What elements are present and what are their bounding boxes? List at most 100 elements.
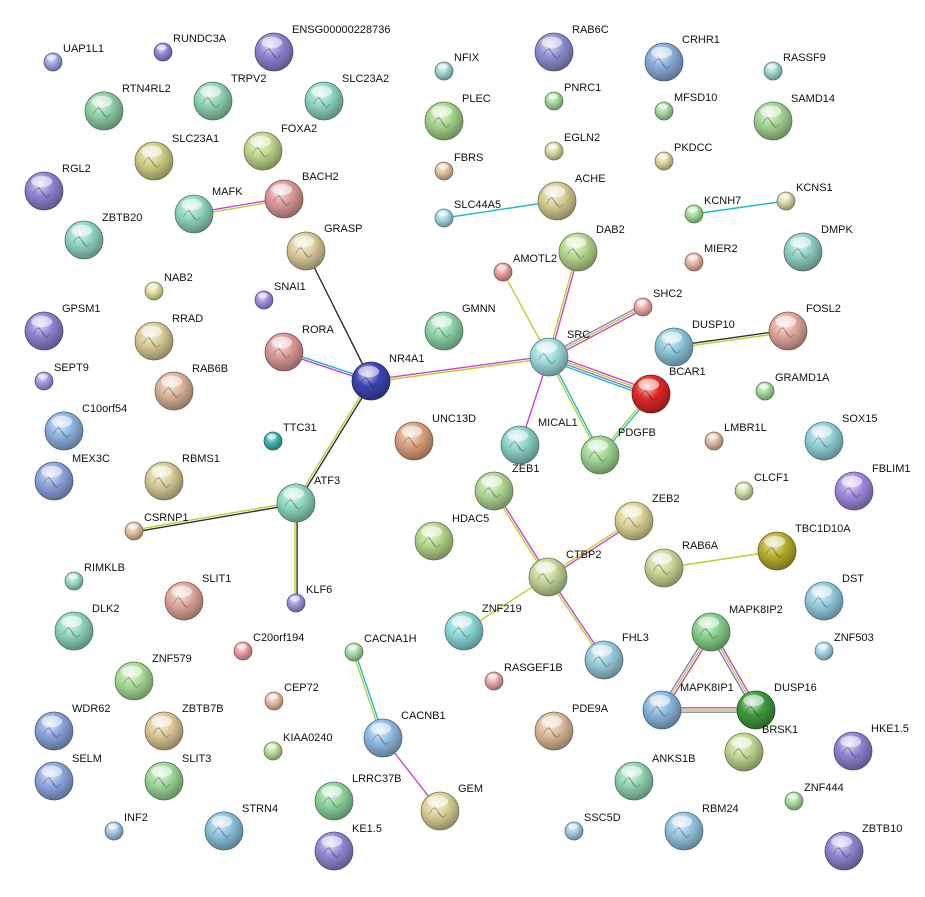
node-zeb2[interactable]: ZEB2	[614, 493, 680, 541]
node-slc44a5[interactable]: SLC44A5	[434, 199, 501, 228]
node-atf3[interactable]: ATF3	[276, 475, 340, 523]
node-sept9[interactable]: SEPT9	[34, 362, 89, 391]
node-bach2[interactable]: BACH2	[264, 171, 339, 219]
node-pde9a[interactable]: PDE9A	[534, 703, 609, 751]
node-ke1-5[interactable]: KE1.5	[314, 823, 382, 871]
node-inf2[interactable]: INF2	[104, 812, 148, 841]
node-shc2[interactable]: SHC2	[633, 288, 682, 317]
node-znf219[interactable]: ZNF219	[444, 603, 522, 651]
node-slc23a1[interactable]: SLC23A1	[134, 133, 219, 181]
node-fblim1[interactable]: FBLIM1	[834, 463, 911, 511]
node-src[interactable]: SRC	[529, 329, 590, 377]
node-rasgef1b[interactable]: RASGEF1B	[484, 662, 563, 691]
node-rab6a[interactable]: RAB6A	[644, 540, 719, 588]
node-rab6c[interactable]: RAB6C	[534, 24, 609, 72]
node-rgl2[interactable]: RGL2	[24, 163, 91, 211]
node-wdr62[interactable]: WDR62	[34, 703, 111, 751]
node-dmpk[interactable]: DMPK	[783, 224, 853, 272]
node-trpv2[interactable]: TRPV2	[193, 73, 266, 121]
node-gem[interactable]: GEM	[420, 783, 483, 831]
node-foxa2[interactable]: FOXA2	[243, 123, 317, 171]
node-slc23a2[interactable]: SLC23A2	[304, 73, 389, 121]
node-tbc1d10a[interactable]: TBC1D10A	[757, 523, 851, 571]
node-sox15[interactable]: SOX15	[804, 413, 877, 461]
node-mafk[interactable]: MAFK	[174, 186, 243, 234]
node-pdgfb[interactable]: PDGFB	[580, 427, 656, 475]
node-samd14[interactable]: SAMD14	[753, 93, 835, 141]
node-unc13d[interactable]: UNC13D	[394, 413, 476, 461]
node-rtn4rl2[interactable]: RTN4RL2	[84, 83, 171, 131]
node-strn4[interactable]: STRN4	[204, 803, 278, 851]
node-clcf1[interactable]: CLCF1	[734, 472, 789, 501]
node-ssc5d[interactable]: SSC5D	[564, 812, 621, 841]
node-c20orf194[interactable]: C20orf194	[233, 632, 304, 661]
node-fbrs[interactable]: FBRS	[434, 152, 483, 181]
node-nfix[interactable]: NFIX	[434, 52, 480, 81]
node-mical1[interactable]: MICAL1	[500, 417, 578, 465]
node-dusp16[interactable]: DUSP16	[736, 682, 817, 730]
node-znf444[interactable]: ZNF444	[784, 782, 844, 811]
node-bcar1[interactable]: BCAR1	[631, 366, 706, 414]
edge-nr4a1-src[interactable]	[370, 355, 550, 383]
node-ttc31[interactable]: TTC31	[263, 422, 317, 451]
node-kcns1[interactable]: KCNS1	[776, 182, 833, 211]
node-gmnn[interactable]: GMNN	[424, 303, 496, 351]
node-brsk1[interactable]: BRSK1	[724, 724, 798, 772]
node-zbtb7b[interactable]: ZBTB7B	[144, 703, 224, 751]
node-amotl2[interactable]: AMOTL2	[493, 253, 557, 282]
node-slit1[interactable]: SLIT1	[164, 573, 231, 621]
node-mex3c[interactable]: MEX3C	[34, 453, 110, 501]
edge-kcnh7-kcns1[interactable]	[693, 200, 787, 215]
node-mapk8ip2[interactable]: MAPK8IP2	[691, 604, 783, 652]
node-zbtb10[interactable]: ZBTB10	[824, 823, 902, 871]
node-rrad[interactable]: RRAD	[134, 313, 203, 361]
node-rundc3a[interactable]: RUNDC3A	[153, 33, 227, 62]
node-uap1l1[interactable]: UAP1L1	[43, 43, 104, 72]
node-mier2[interactable]: MIER2	[684, 243, 738, 272]
node-cacna1h[interactable]: CACNA1H	[344, 633, 417, 662]
node-c10orf54[interactable]: C10orf54	[44, 403, 127, 451]
node-dlk2[interactable]: DLK2	[54, 603, 120, 651]
edge-nr4a1-atf3[interactable]	[294, 380, 373, 504]
node-hdac5[interactable]: HDAC5	[414, 513, 489, 561]
node-ache[interactable]: ACHE	[537, 173, 606, 221]
node-fosl2[interactable]: FOSL2	[768, 303, 841, 351]
node-egln2[interactable]: EGLN2	[544, 132, 600, 161]
node-dusp10[interactable]: DUSP10	[654, 319, 735, 367]
node-mfsd10[interactable]: MFSD10	[654, 92, 717, 121]
node-kiaa0240[interactable]: KIAA0240	[263, 732, 333, 761]
node-ctbp2[interactable]: CTBP2	[528, 549, 601, 597]
node-crhr1[interactable]: CRHR1	[644, 34, 720, 82]
node-nab2[interactable]: NAB2	[144, 272, 193, 301]
node-grasp[interactable]: GRASP	[286, 223, 363, 271]
node-lmbr1l[interactable]: LMBR1L	[704, 422, 767, 451]
node-anks1b[interactable]: ANKS1B	[614, 753, 695, 801]
node-hke1-5[interactable]: HKE1.5	[833, 723, 909, 771]
node-rab6b[interactable]: RAB6B	[154, 363, 228, 411]
node-gpsm1[interactable]: GPSM1	[24, 303, 101, 351]
node-rimklb[interactable]: RIMKLB	[64, 562, 125, 591]
node-dst[interactable]: DST	[804, 573, 864, 621]
node-znf579[interactable]: ZNF579	[114, 653, 192, 701]
node-zeb1[interactable]: ZEB1	[474, 463, 540, 511]
node-fhl3[interactable]: FHL3	[584, 632, 649, 680]
node-zbtb20[interactable]: ZBTB20	[64, 212, 142, 260]
node-rbms1[interactable]: RBMS1	[144, 453, 220, 501]
node-cacnb1[interactable]: CACNB1	[363, 710, 446, 758]
node-pkdcc[interactable]: PKDCC	[654, 142, 713, 171]
node-rbm24[interactable]: RBM24	[664, 803, 739, 851]
node-selm[interactable]: SELM	[34, 753, 102, 801]
node-pnrc1[interactable]: PNRC1	[544, 82, 601, 111]
node-ensg00000228736[interactable]: ENSG00000228736	[254, 24, 390, 72]
node-csrnp1[interactable]: CSRNP1	[124, 512, 189, 541]
node-rora[interactable]: RORA	[264, 324, 334, 372]
edge-atf3-csrnp1[interactable]	[133, 501, 297, 533]
edge-grasp-nr4a1[interactable]	[305, 250, 372, 382]
node-mapk8ip1[interactable]: MAPK8IP1	[642, 682, 734, 730]
node-kcnh7[interactable]: KCNH7	[684, 195, 741, 224]
node-plec[interactable]: PLEC	[424, 93, 491, 141]
node-znf503[interactable]: ZNF503	[814, 632, 874, 661]
node-cep72[interactable]: CEP72	[264, 682, 319, 711]
node-dab2[interactable]: DAB2	[558, 224, 625, 272]
node-slit3[interactable]: SLIT3	[144, 753, 211, 801]
